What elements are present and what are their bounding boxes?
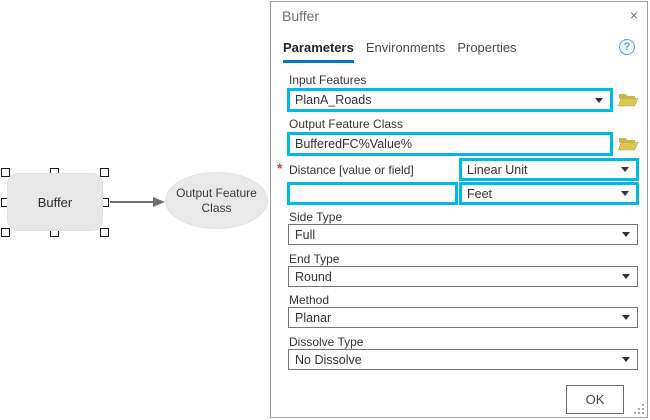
help-icon[interactable]: ? (619, 39, 635, 55)
output-feature-class-input[interactable]: BufferedFC%Value% (287, 132, 613, 156)
output-feature-class-node[interactable]: Output Feature Class (165, 172, 268, 229)
chevron-down-icon[interactable] (595, 97, 603, 103)
dissolve-type-value: No Dissolve (295, 352, 362, 367)
method-label: Method (289, 293, 330, 307)
chevron-down-icon[interactable] (622, 315, 630, 320)
end-type-label: End Type (289, 252, 340, 266)
buffer-tool-node[interactable]: Buffer (7, 173, 103, 231)
distance-unit-value: Feet (467, 186, 493, 201)
output-node-label: Output Feature Class (176, 186, 257, 215)
chevron-down-icon[interactable] (621, 167, 629, 172)
selection-handle-top-left[interactable] (1, 168, 10, 177)
distance-label: Distance [value or field] (289, 163, 414, 177)
output-feature-class-label: Output Feature Class (289, 117, 404, 131)
chevron-down-icon[interactable] (622, 274, 630, 279)
tab-environments[interactable]: Environments (365, 40, 446, 55)
distance-unit-dropdown[interactable]: Feet (459, 182, 639, 205)
input-features-label: Input Features (289, 73, 367, 87)
buffer-tool-node-label: Buffer (37, 194, 73, 210)
selection-handle-bottom-right[interactable] (100, 228, 109, 237)
input-features-combobox[interactable]: PlanA_Roads (287, 88, 613, 112)
arrowhead-icon (153, 197, 165, 207)
dissolve-type-dropdown[interactable]: No Dissolve (288, 349, 638, 370)
browse-folder-icon[interactable] (618, 92, 639, 108)
ok-button[interactable]: OK (566, 385, 624, 414)
method-dropdown[interactable]: Planar (288, 307, 638, 328)
connector-line (110, 201, 156, 203)
distance-value-field[interactable] (290, 185, 455, 202)
browse-folder-icon[interactable] (618, 136, 639, 152)
modelbuilder-canvas: Buffer Output Feature Class (0, 0, 270, 420)
end-type-value: Round (295, 269, 332, 284)
chevron-down-icon[interactable] (622, 357, 630, 362)
dissolve-type-label: Dissolve Type (289, 335, 364, 349)
selection-handle-bottom-left[interactable] (1, 228, 10, 237)
buffer-tool-dialog: Buffer × Parameters Environments Propert… (270, 1, 648, 418)
side-type-label: Side Type (289, 210, 343, 224)
tab-properties[interactable]: Properties (457, 40, 517, 55)
input-features-value: PlanA_Roads (295, 93, 372, 107)
required-asterisk: * (277, 160, 283, 176)
resize-grip[interactable] (634, 404, 644, 414)
chevron-down-icon[interactable] (622, 232, 630, 237)
chevron-down-icon[interactable] (621, 191, 629, 196)
dialog-title: Buffer (282, 8, 320, 24)
close-icon[interactable]: × (629, 7, 638, 23)
distance-value-input[interactable] (287, 182, 458, 205)
distance-type-value: Linear Unit (467, 162, 528, 177)
side-type-value: Full (295, 227, 316, 242)
distance-type-dropdown[interactable]: Linear Unit (459, 158, 639, 181)
tab-parameters[interactable]: Parameters (283, 40, 354, 63)
method-value: Planar (295, 310, 332, 325)
output-feature-class-value: BufferedFC%Value% (295, 137, 412, 151)
tab-bar: Parameters Environments Properties (283, 40, 517, 63)
selection-handle-top-right[interactable] (100, 168, 109, 177)
end-type-dropdown[interactable]: Round (288, 266, 638, 287)
side-type-dropdown[interactable]: Full (288, 224, 638, 245)
